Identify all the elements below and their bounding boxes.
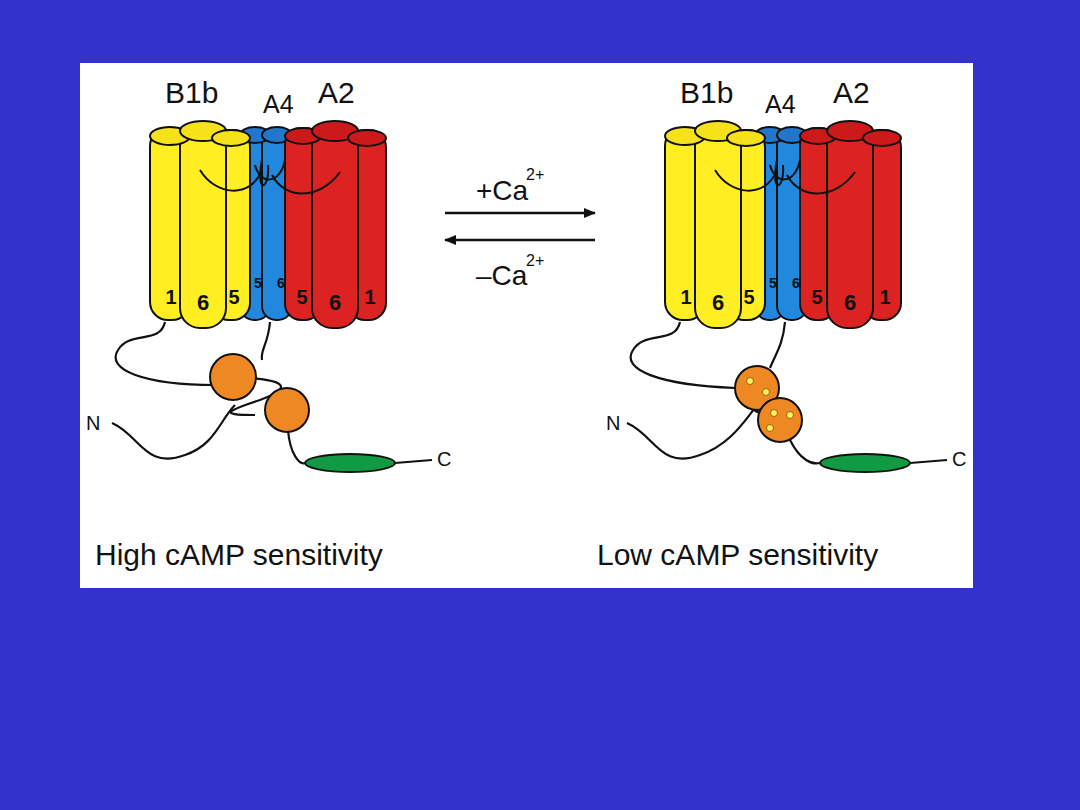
- terminus-label: C: [952, 449, 966, 469]
- helix-number: 1: [165, 287, 176, 307]
- ion-label: –Ca: [476, 262, 527, 290]
- helix-number: 6: [792, 276, 800, 290]
- domain-name: B1b: [165, 78, 218, 108]
- helix-number: 6: [844, 292, 856, 314]
- charge-superscript: 2+: [526, 167, 544, 183]
- terminus-label: N: [86, 413, 100, 433]
- charge-superscript: 2+: [526, 253, 544, 269]
- helix-number: 5: [228, 287, 239, 307]
- terminus-label: C: [437, 449, 451, 469]
- helix-number: 6: [277, 276, 285, 290]
- helix-number: 6: [712, 292, 724, 314]
- helix-number: 5: [743, 287, 754, 307]
- helix-number: 5: [811, 287, 822, 307]
- helix-number: 5: [769, 276, 777, 290]
- helix-number: 1: [680, 287, 691, 307]
- helix-number: 5: [296, 287, 307, 307]
- domain-name: A4: [765, 92, 796, 117]
- helix-number: 6: [329, 292, 341, 314]
- terminus-label: N: [606, 413, 620, 433]
- state-caption: High cAMP sensitivity: [95, 540, 383, 570]
- state-caption: Low cAMP sensitivity: [597, 540, 878, 570]
- helix-number: 1: [879, 287, 890, 307]
- helix-number: 1: [364, 287, 375, 307]
- domain-name: B1b: [680, 78, 733, 108]
- domain-name: A2: [833, 78, 870, 108]
- helix-number: 6: [197, 292, 209, 314]
- helix-number: 5: [254, 276, 262, 290]
- ion-label: +Ca: [476, 177, 528, 205]
- domain-name: A4: [263, 92, 294, 117]
- domain-name: A2: [318, 78, 355, 108]
